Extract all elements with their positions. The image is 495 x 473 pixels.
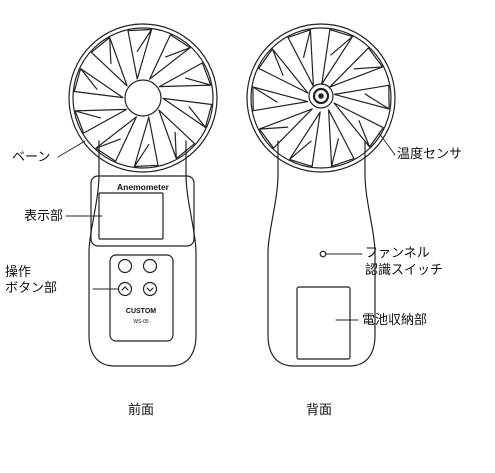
fan-blade bbox=[133, 116, 159, 168]
fan-blade bbox=[73, 68, 124, 99]
label-fan-2: 認識スイッチ bbox=[365, 263, 444, 278]
funnel-switch bbox=[319, 250, 327, 258]
fan-blade bbox=[90, 36, 128, 87]
button-bottom-right bbox=[142, 281, 158, 297]
back-device bbox=[246, 23, 396, 367]
caption-front: 前面 bbox=[128, 403, 155, 418]
front-button-panel bbox=[109, 254, 174, 342]
fan-blade bbox=[158, 109, 196, 160]
fan-blade bbox=[162, 97, 213, 128]
fan-blade bbox=[288, 111, 321, 167]
fan-blade bbox=[328, 109, 355, 167]
label-buttons-1: 操作 bbox=[5, 265, 32, 280]
fan-blade bbox=[258, 48, 309, 94]
fan-blade bbox=[329, 47, 384, 88]
label-display: 表示部 bbox=[24, 209, 64, 224]
front-body bbox=[88, 140, 197, 367]
fan-blade bbox=[74, 108, 128, 134]
brand-text: CUSTOM bbox=[126, 308, 156, 315]
front-fan-hub bbox=[124, 79, 162, 117]
label-buttons-2: ボタン部 bbox=[5, 281, 58, 296]
back-fan-blades bbox=[252, 29, 390, 167]
front-lcd-screen bbox=[98, 192, 164, 240]
button-top-left bbox=[117, 258, 133, 274]
fan-blade bbox=[333, 102, 384, 148]
back-hub-ring bbox=[312, 87, 330, 105]
device-title-text: Anemometer bbox=[117, 182, 170, 192]
caption-back: 背面 bbox=[306, 403, 333, 418]
model-text: WS-05 bbox=[133, 319, 149, 325]
fan-blade bbox=[333, 84, 390, 110]
front-display-panel bbox=[90, 175, 195, 247]
button-top-right bbox=[142, 258, 158, 274]
button-bottom-left bbox=[117, 281, 133, 297]
leader-lines bbox=[57, 132, 396, 321]
front-fan-inner-ring bbox=[72, 27, 214, 169]
back-hub-center bbox=[318, 93, 324, 99]
back-fan-outer-ring bbox=[246, 23, 396, 173]
fan-blade bbox=[258, 108, 313, 149]
fan-blade bbox=[127, 28, 153, 80]
label-temp-sensor: 温度センサ bbox=[397, 147, 463, 162]
fan-blade bbox=[321, 29, 354, 85]
fan-blade bbox=[95, 116, 137, 162]
fan-blade bbox=[158, 62, 212, 88]
label-battery: 電池収納部 bbox=[362, 313, 428, 328]
fan-blade bbox=[149, 34, 191, 80]
front-fan-blades bbox=[73, 28, 213, 168]
fan-blade bbox=[287, 29, 314, 87]
battery-cover bbox=[296, 286, 351, 360]
front-fan-outer-ring bbox=[68, 23, 218, 173]
label-fan-1: ファンネル bbox=[365, 246, 430, 261]
button-icon-up bbox=[146, 287, 154, 292]
button-icon-down bbox=[121, 286, 129, 291]
label-vane: ベーン bbox=[12, 150, 51, 165]
back-fan-inner-ring bbox=[250, 27, 392, 169]
front-device bbox=[68, 23, 218, 367]
fan-blade bbox=[252, 86, 309, 112]
back-body bbox=[267, 140, 376, 367]
